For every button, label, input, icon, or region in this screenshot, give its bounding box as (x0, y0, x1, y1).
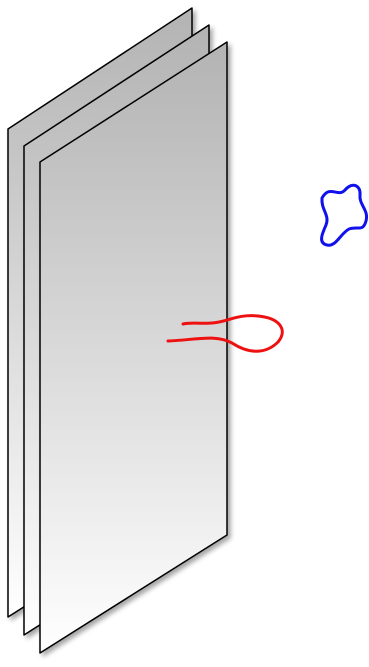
blue-curve (322, 185, 367, 245)
